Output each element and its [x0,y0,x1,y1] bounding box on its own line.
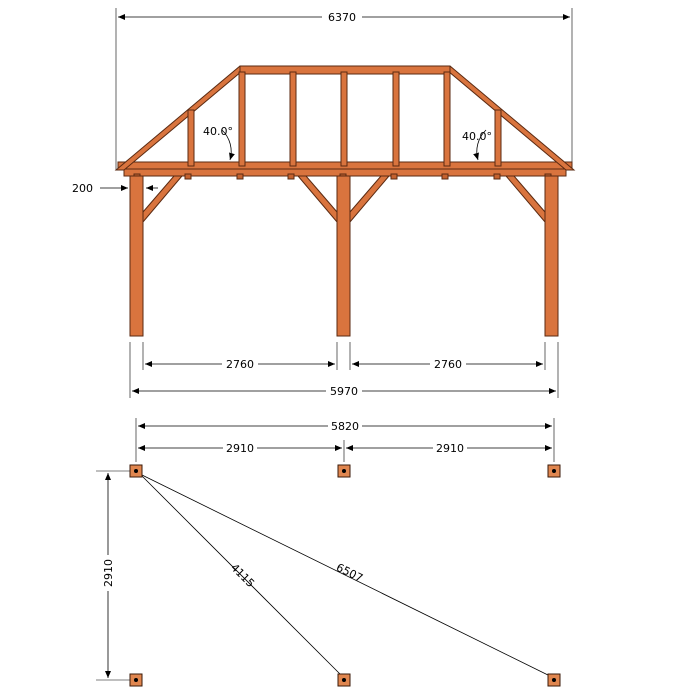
post-footprint-bottom-right [547,673,561,687]
dimension-plan-depth: 2910 [96,470,130,681]
brace-middle-left [296,175,338,224]
dimension-overall-width: 6370 [115,8,573,170]
diagonal-long-label: 6507 [334,561,365,585]
angle-indicator-left: 40.0° [203,125,235,161]
stud-7 [494,109,502,167]
stud-1 [187,109,195,167]
post-span-left-label: 2760 [226,358,254,371]
post-footprint-top-left [129,464,143,478]
brace-left [142,175,184,224]
brace-right [504,175,546,224]
elevation-view: 6370 [72,8,576,398]
plan-view: 5820 2910 2910 2910 4115 6507 [96,418,561,687]
rafter-right [440,65,576,171]
stud-2 [238,71,246,167]
post-left [129,175,144,337]
plan-depth-label: 2910 [102,559,115,587]
stud-6 [443,71,451,167]
dimension-diagonals: 4115 6507 [139,473,553,678]
plan-overall-width-label: 5820 [331,420,359,433]
dimension-post-spans: 2760 2760 5970 [129,342,559,398]
post-footprint-bottom-middle [337,673,351,687]
post-right [544,175,559,337]
stud-4 [340,71,348,167]
rafter-left [114,65,250,171]
diagonal-short-label: 4115 [228,561,257,590]
overhang-label: 200 [72,182,93,195]
post-footprint-top-middle [337,464,351,478]
angle-label-left: 40.0° [203,125,233,138]
angle-label-right: 40.0° [462,130,492,143]
angle-indicator-right: 40.0° [462,129,492,161]
post-footprint-top-right [547,464,561,478]
plan-span-left-label: 2910 [226,442,254,455]
brace-middle-right [349,175,391,224]
plan-span-right-label: 2910 [436,442,464,455]
post-footprint-bottom-left [129,673,143,687]
dimension-plan-width: 5820 2910 2910 [135,418,555,462]
stud-5 [392,71,400,167]
dimension-overhang: 200 [72,182,158,195]
stud-3 [289,71,297,167]
overall-width-label: 6370 [328,11,356,24]
outer-post-width-label: 5970 [330,385,358,398]
post-span-right-label: 2760 [434,358,462,371]
post-middle [336,175,351,337]
